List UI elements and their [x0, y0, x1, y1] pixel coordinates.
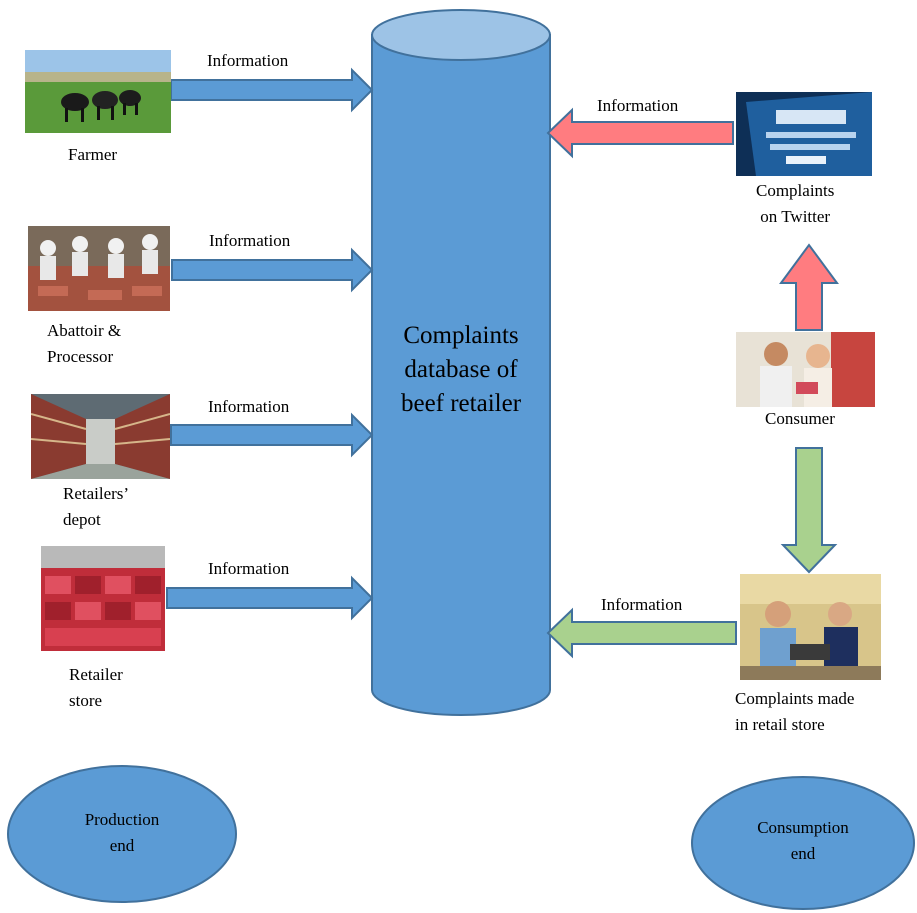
twitter-information-label: Information	[597, 96, 679, 115]
consumer-to-store-complaint-arrow	[780, 447, 838, 574]
abattoir-label: Abattoir & Processor	[47, 321, 122, 366]
twitter-to-database-arrow	[546, 107, 734, 159]
warehouse-aisle-photo	[31, 394, 170, 479]
consumer-label: Consumer	[765, 409, 835, 428]
depot-arrow	[170, 412, 374, 458]
consumer-to-twitter-arrow	[779, 243, 839, 331]
abattoir-workers-photo	[28, 226, 170, 311]
store-arrow	[166, 575, 374, 621]
farmer-information-label: Information	[207, 51, 289, 70]
consumption-end-ellipse	[691, 776, 915, 910]
farmer-arrow	[170, 67, 374, 113]
farmer-label: Farmer	[68, 145, 118, 164]
consumption-end-label: Consumption end	[757, 818, 849, 863]
depot-label: Retailers’ depot	[63, 484, 130, 529]
twitter-complaints-label: Complaints on Twitter	[756, 181, 835, 226]
abattoir-information-label: Information	[209, 231, 291, 250]
complaints-database-cylinder	[371, 9, 551, 716]
abattoir-arrow	[171, 247, 374, 293]
in-store-information-label: Information	[601, 595, 683, 614]
meat-counter-photo	[41, 546, 165, 651]
store-label: Retailer store	[69, 665, 123, 710]
twitter-screen-photo	[736, 92, 872, 176]
store-complaint-to-database-arrow	[546, 607, 737, 659]
couple-shopping-photo	[736, 332, 875, 407]
production-end-label: Production end	[84, 810, 160, 855]
in-store-complaints-label: Complaints made in retail store	[735, 689, 855, 734]
cashier-counter-photo	[740, 574, 881, 680]
depot-information-label: Information	[208, 397, 290, 416]
store-information-label: Information	[208, 559, 290, 578]
cattle-in-field-photo	[25, 50, 171, 133]
database-label: Complaints database of beef retailer	[400, 322, 522, 417]
production-end-ellipse	[7, 765, 237, 903]
